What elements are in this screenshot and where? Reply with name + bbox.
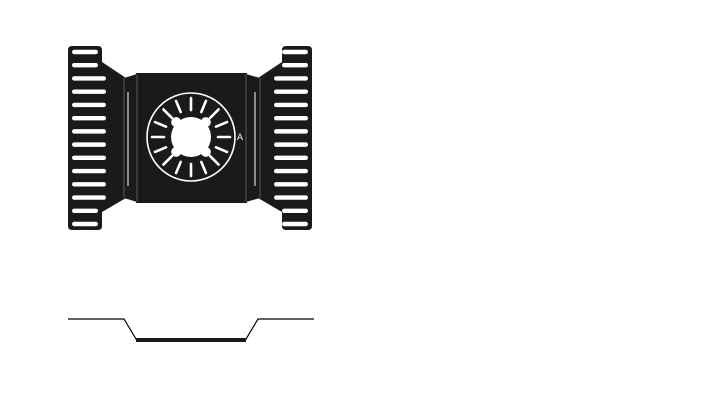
right-bevel [246, 74, 260, 202]
center-notch [171, 117, 182, 128]
radial-slots [150, 96, 232, 178]
left-slot [72, 102, 106, 108]
right-slot [274, 129, 308, 134]
radial-slot [208, 154, 220, 166]
outer-ring [146, 92, 236, 182]
center-notch [200, 146, 211, 157]
center-notch [171, 146, 182, 157]
right-slot [274, 102, 308, 108]
right-wing [258, 0, 648, 230]
right-slot [274, 89, 308, 94]
left-slot [72, 155, 106, 161]
left-slot-group [72, 49, 106, 227]
center-notches [171, 117, 211, 157]
radial-slot [153, 146, 168, 154]
left-slot [72, 89, 106, 94]
right-slot-group [274, 49, 308, 227]
radial-slot [200, 99, 208, 114]
left-slot [72, 195, 106, 200]
right-slot [274, 115, 308, 121]
top-view-plate: A [68, 0, 648, 230]
right-slot [282, 49, 308, 55]
radial-slot [174, 160, 182, 175]
left-bevel [124, 74, 137, 202]
left-slot [72, 76, 106, 81]
profile-line [68, 318, 314, 340]
left-wing [68, 46, 126, 230]
profile-base [136, 338, 246, 342]
right-slot [282, 63, 308, 68]
radial-mount-pattern [146, 92, 236, 182]
left-slot [72, 115, 106, 121]
right-slot [274, 195, 308, 200]
right-slot [274, 76, 308, 81]
side-view-profile [68, 318, 314, 342]
left-slot [72, 182, 106, 187]
radial-slot [214, 120, 229, 128]
center-notch [200, 117, 211, 128]
radial-slot [208, 108, 220, 120]
right-slot [274, 182, 308, 187]
left-slot [72, 221, 98, 227]
radial-slot [162, 108, 174, 120]
radial-slot [174, 99, 182, 114]
radial-slot [214, 146, 229, 154]
center-label: A [237, 133, 244, 143]
left-slot [72, 208, 98, 213]
radial-slot [162, 154, 174, 166]
right-slot [274, 168, 308, 174]
left-slot [72, 142, 106, 147]
left-slot [72, 63, 98, 68]
left-slot [72, 129, 106, 134]
right-slot [282, 221, 308, 227]
radial-slot [153, 120, 168, 128]
right-slot [274, 155, 308, 161]
center-hole [171, 117, 211, 157]
left-slot [72, 168, 106, 174]
radial-slot [200, 160, 208, 175]
right-slot [274, 142, 308, 147]
right-slot [282, 208, 308, 213]
left-slot [72, 49, 98, 55]
